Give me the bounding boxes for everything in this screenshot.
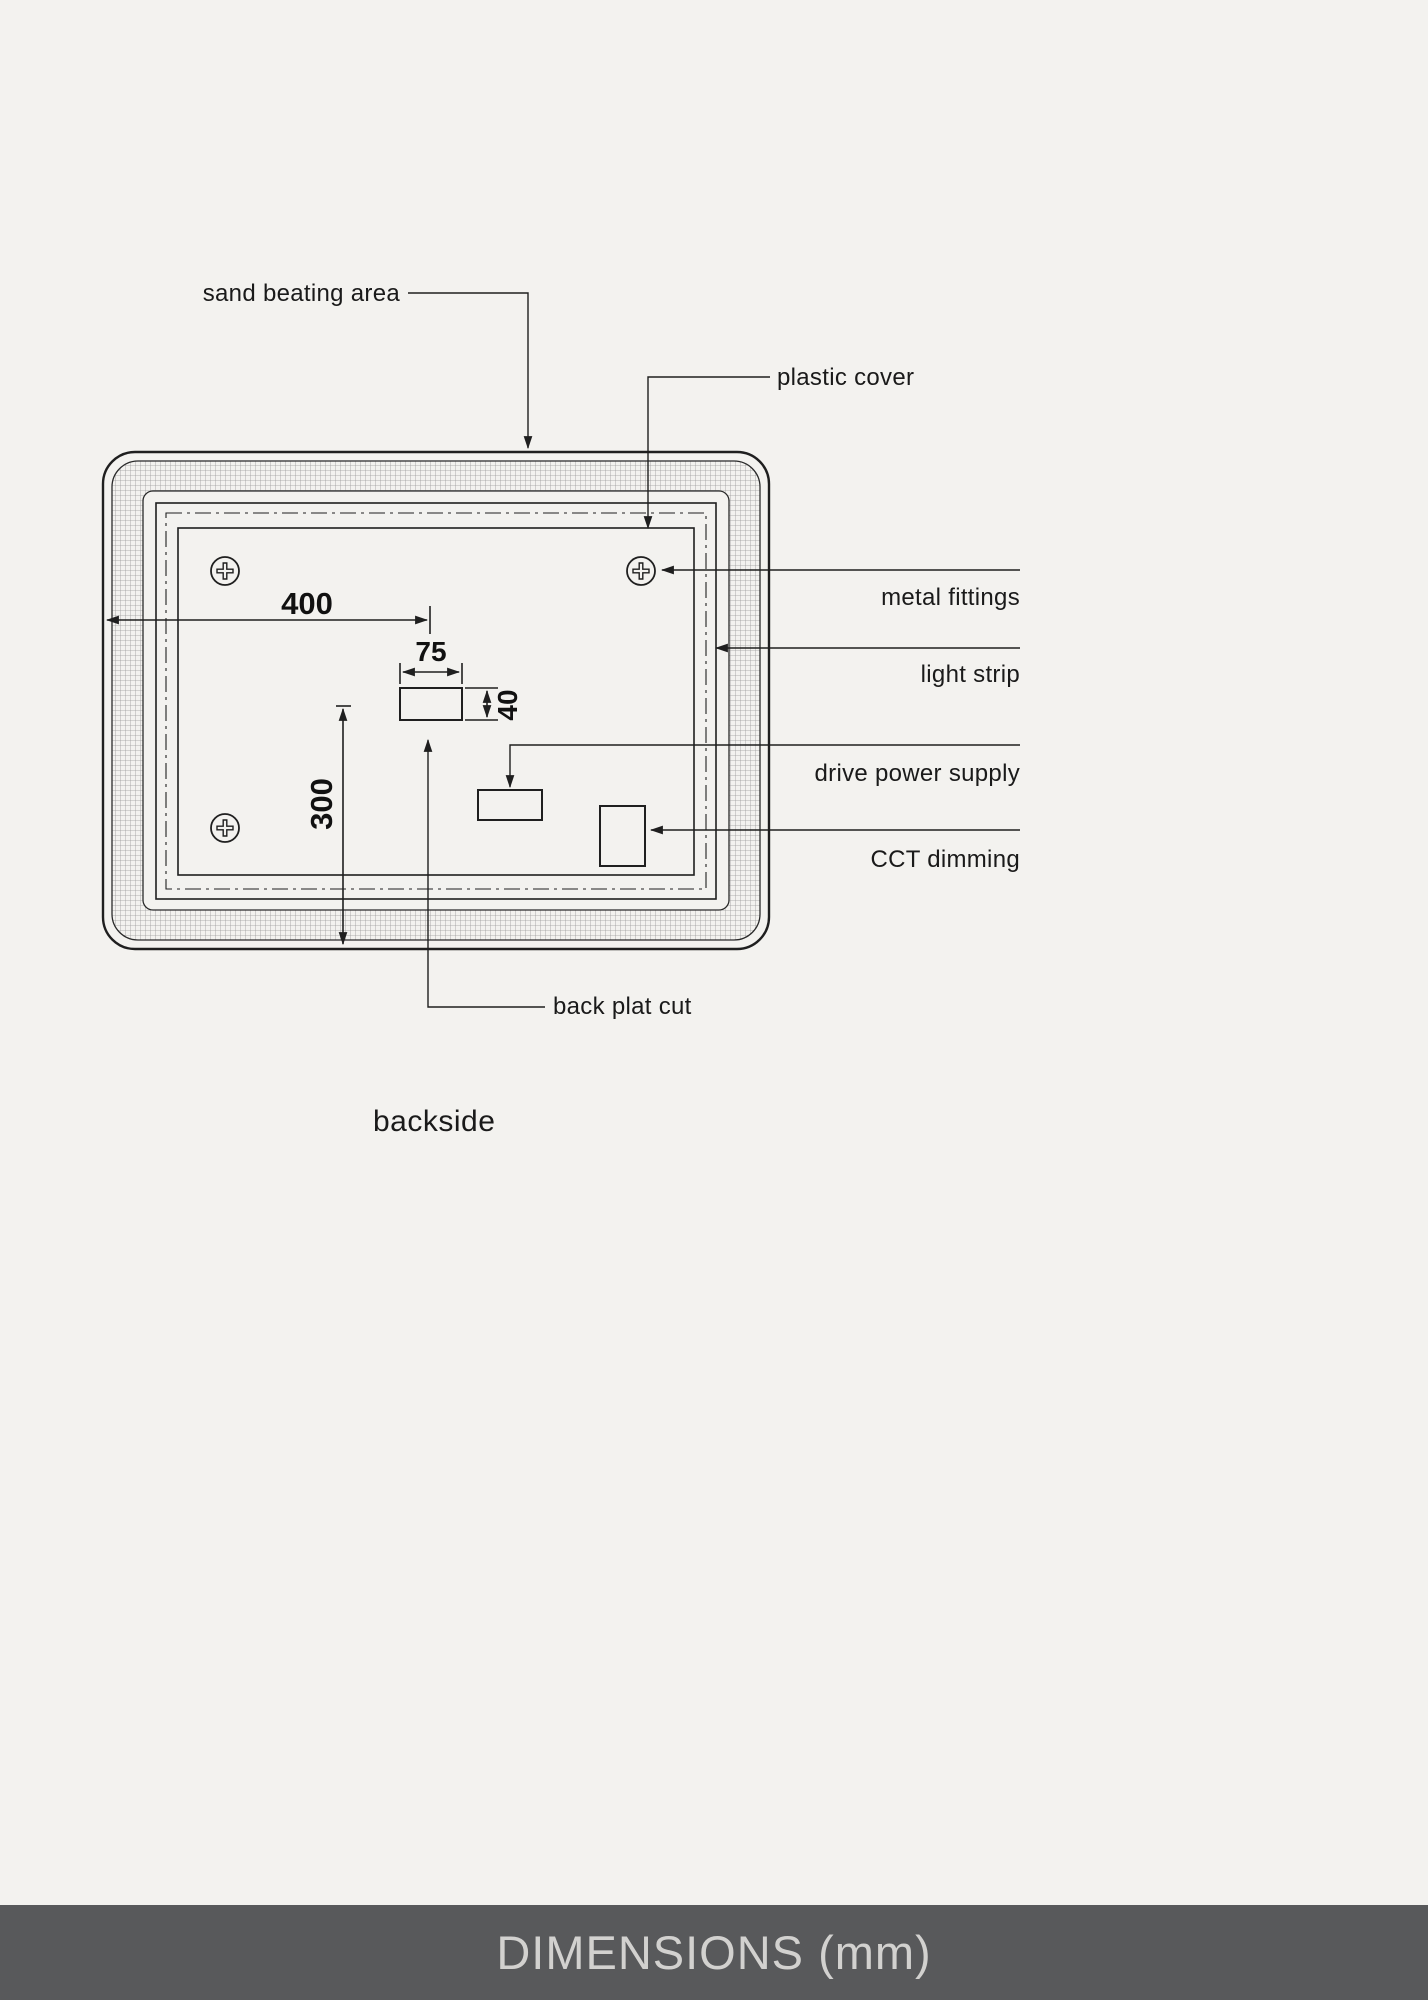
footer-title: DIMENSIONS (mm)	[496, 1926, 932, 1979]
dimension-width-value: 400	[281, 586, 333, 621]
dimension-75-lines	[399, 663, 463, 684]
leader-plastic-cover	[643, 376, 770, 530]
label-light-strip: light strip	[920, 661, 1020, 688]
inner-frame-solid	[155, 502, 717, 900]
screw-icon	[626, 556, 656, 586]
inner-frame-backplate	[177, 527, 695, 876]
screw-icon	[210, 813, 240, 843]
label-sand-beating-area: sand beating area	[202, 280, 400, 307]
hatch-outer-edge	[111, 460, 761, 941]
dimension-height-value: 300	[304, 778, 339, 830]
inner-frame-dashdot	[165, 512, 707, 890]
dimension-300-lines	[336, 705, 351, 946]
label-metal-fittings: metal fittings	[881, 584, 1020, 611]
label-cct-dimming: CCT dimming	[870, 846, 1020, 873]
leader-lines	[408, 292, 1020, 1008]
footer-bar: DIMENSIONS (mm)	[0, 1905, 1428, 2000]
back-plate-cut-rect	[399, 687, 463, 721]
dimension-cut-height-value: 40	[492, 689, 523, 721]
drawing-caption-backside: backside	[373, 1105, 496, 1138]
hatch-inner-edge	[142, 490, 730, 911]
label-plastic-cover: plastic cover	[777, 364, 915, 391]
screw-icon	[210, 556, 240, 586]
label-drive-power-supply: drive power supply	[814, 760, 1020, 787]
label-back-plat-cut: back plat cut	[553, 993, 692, 1020]
cct-dimming-rect	[599, 805, 646, 867]
leader-drive-power-supply	[505, 744, 1020, 789]
leader-back-plat-cut	[423, 738, 545, 1008]
leader-sand-beating-area	[408, 292, 533, 450]
mirror-outline	[101, 450, 771, 951]
dimension-400-lines	[105, 606, 431, 634]
dimension-cut-width-value: 75	[415, 636, 447, 667]
drive-power-supply-rect	[477, 789, 543, 821]
dimension-40-lines	[465, 687, 498, 721]
